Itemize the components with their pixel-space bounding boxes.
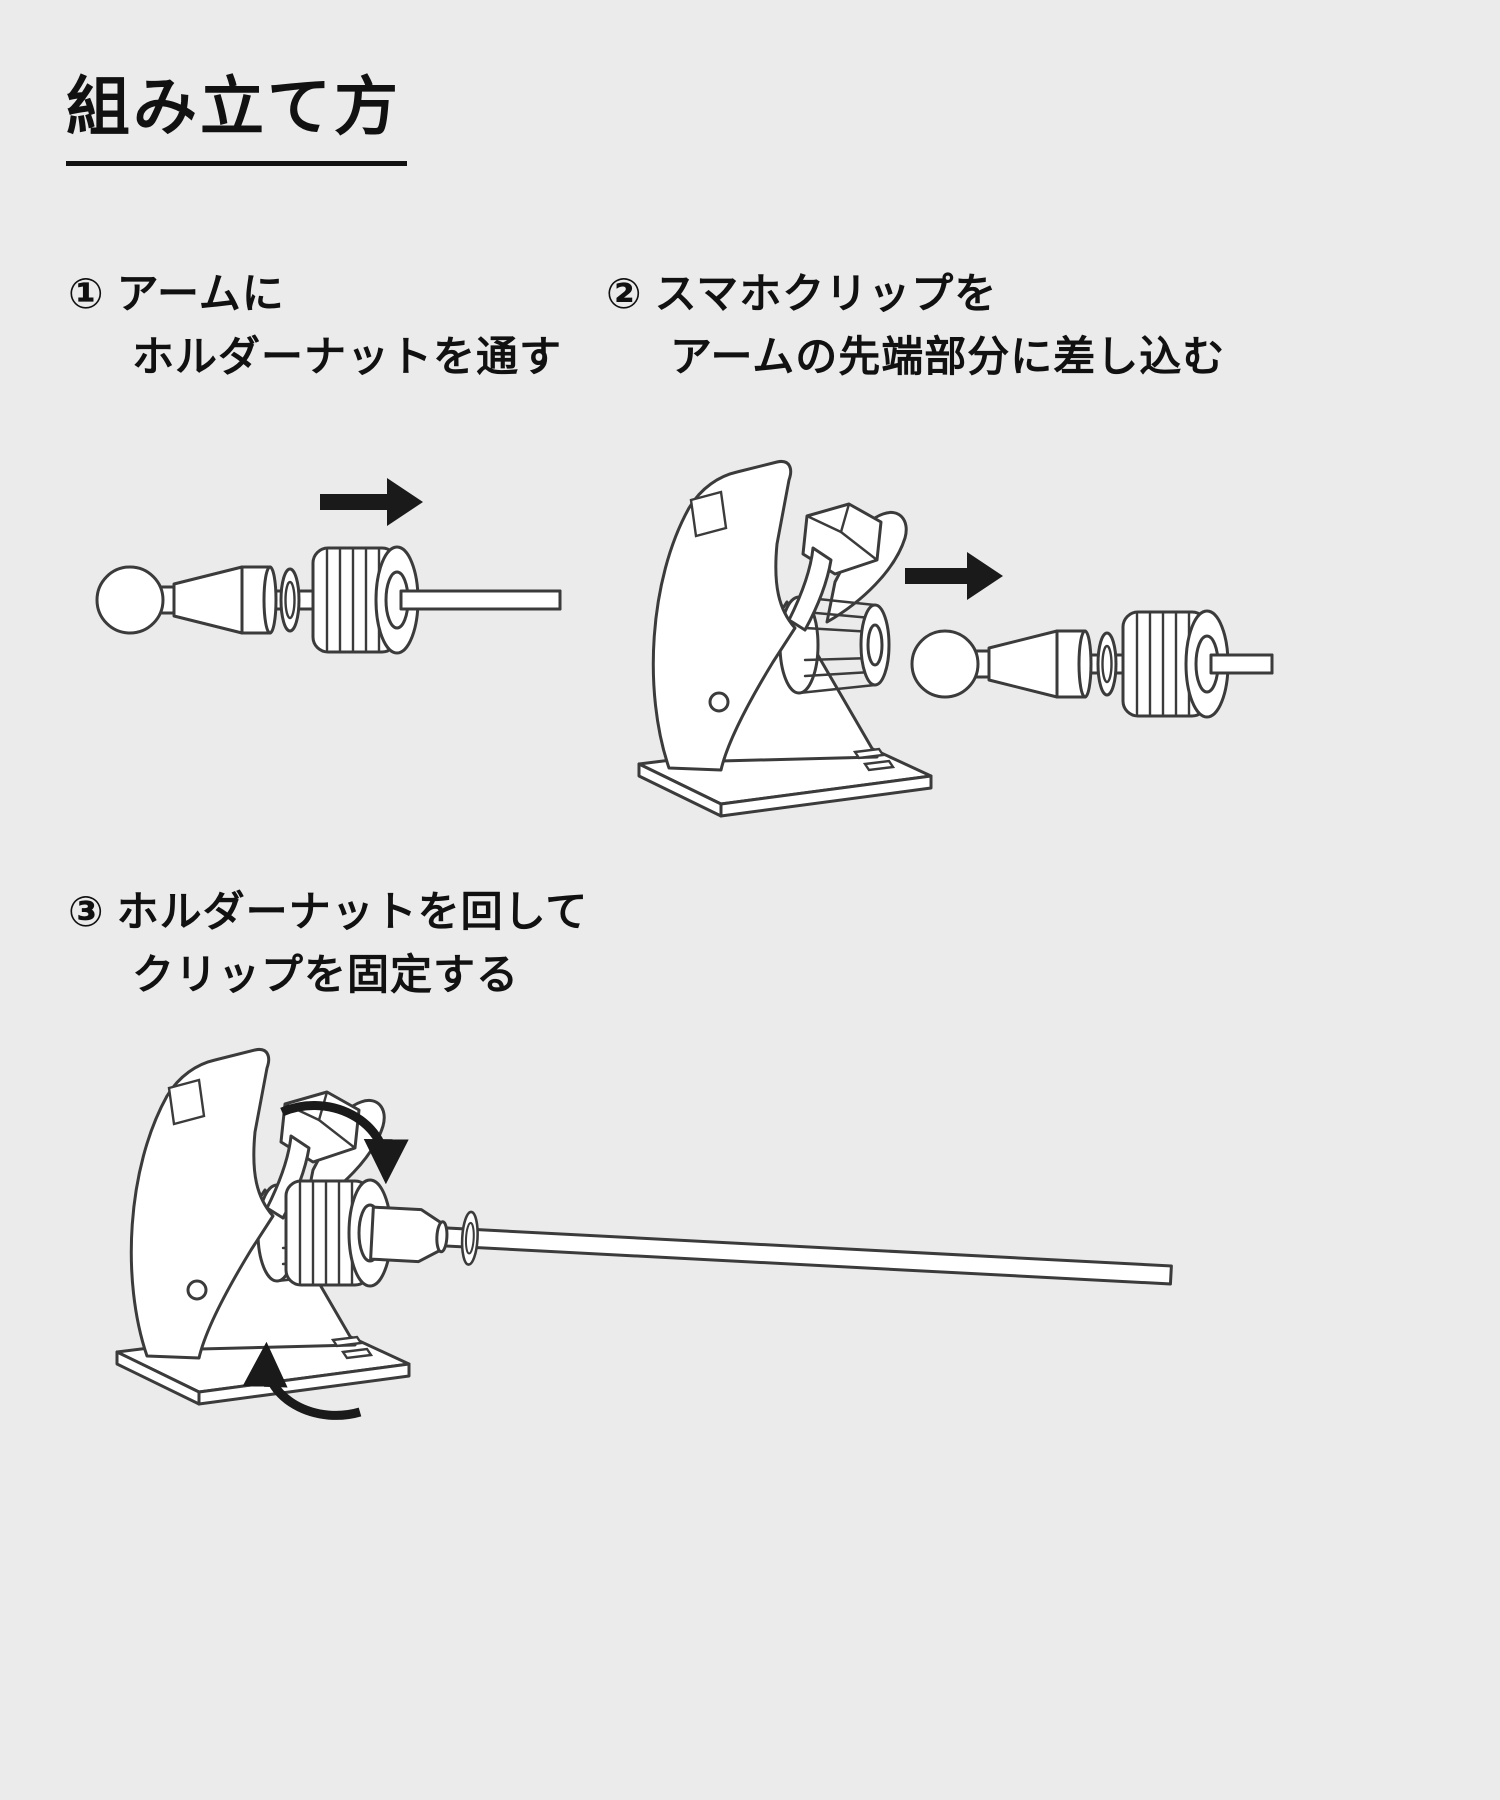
washer-ring-icon xyxy=(459,1210,481,1267)
page-title: 組み立て方 xyxy=(66,70,407,166)
ball-joint-arm-icon xyxy=(910,629,1093,699)
ball-joint-arm-icon xyxy=(95,565,278,635)
arm-rod-through-nut xyxy=(1209,653,1274,675)
step-3-text1: ホルダーナットを回して xyxy=(116,887,589,936)
step-1-text2: ホルダーナットを通す xyxy=(132,332,563,381)
arm-collar-edge xyxy=(435,1220,449,1254)
smartphone-clip-icon xyxy=(637,459,933,818)
step-1-number: ① xyxy=(68,269,105,318)
direction-arrow-right-icon xyxy=(905,552,1003,600)
arm-rod-through-nut xyxy=(399,589,562,611)
step-3-number: ③ xyxy=(68,887,105,936)
arm-collar xyxy=(369,1205,445,1264)
washer-ring-icon xyxy=(279,567,301,633)
arm-rod xyxy=(437,1226,1173,1286)
step-2-text2: アームの先端部分に差し込む xyxy=(670,332,1226,381)
rotate-arrow-bottom-icon xyxy=(242,1341,362,1420)
direction-arrow-right-icon xyxy=(320,478,423,526)
step-1-text1: アームに xyxy=(116,269,285,318)
inserted-arm xyxy=(369,1205,1173,1286)
step-2-number: ② xyxy=(606,269,643,318)
step-2-illustration xyxy=(637,459,1274,818)
step-2-text1: スマホクリップを xyxy=(654,269,998,318)
step-3-text2: クリップを固定する xyxy=(132,950,520,999)
step-3-illustration xyxy=(115,1047,1173,1420)
step-1-illustration xyxy=(95,478,562,655)
rotate-arrow-top-icon xyxy=(280,1101,409,1185)
washer-ring-icon xyxy=(1096,631,1118,697)
